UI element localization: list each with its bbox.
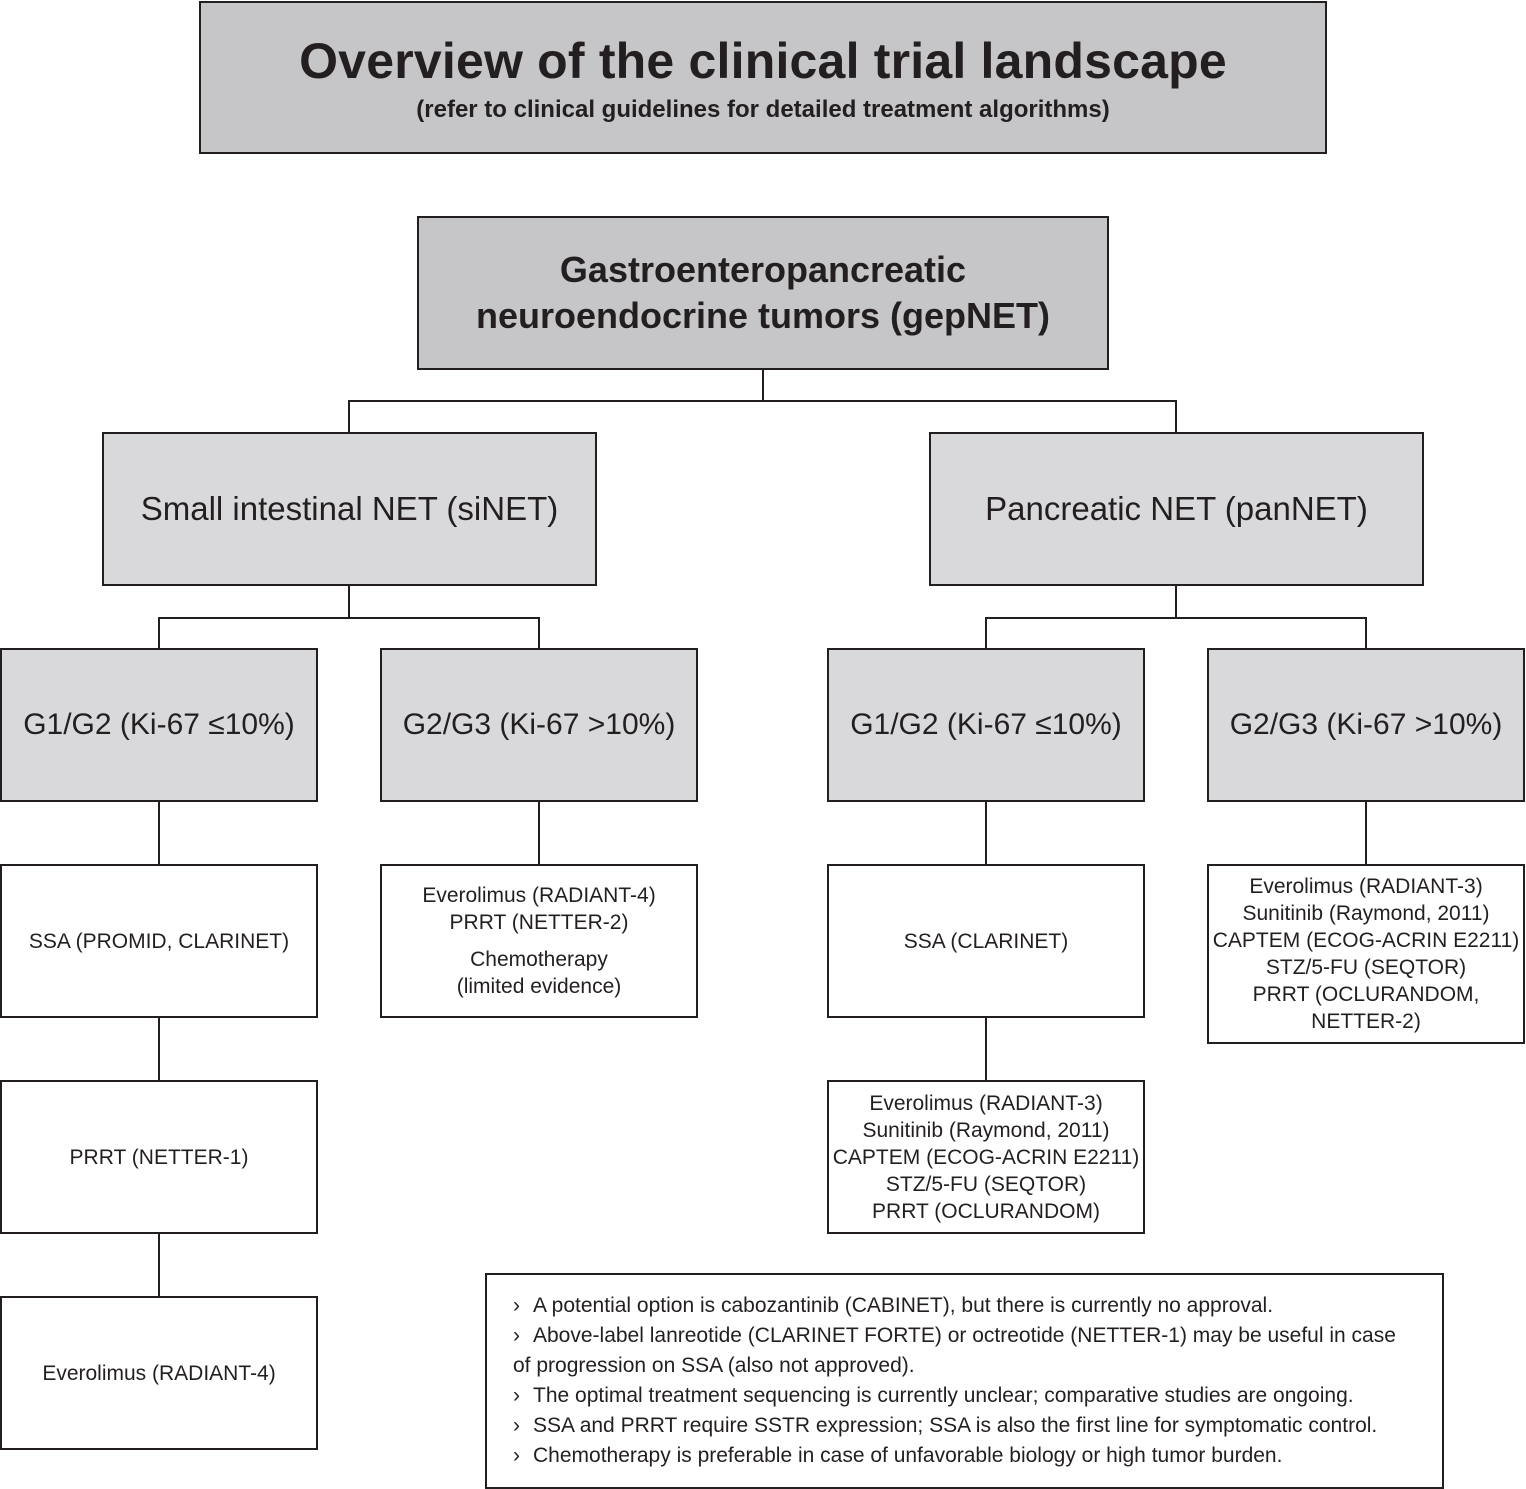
treatment-text: PRRT (OCLURANDOM) [872, 1199, 1100, 1223]
treatment-node-sinet-low-2: PRRT (NETTER-1) [0, 1080, 318, 1234]
connector [538, 802, 540, 865]
bullet-icon: › [513, 1384, 520, 1407]
treatment-text: STZ/5-FU (SEQTOR) [885, 1172, 1087, 1196]
root-node-line-2: neuroendocrine tumors (gepNET) [475, 295, 1051, 336]
treatment-node-sinet-low-3: Everolimus (RADIANT-4) [0, 1296, 318, 1450]
treatment-text: NETTER-2) [1311, 1010, 1421, 1033]
treatment-node-pannet-high: Everolimus (RADIANT-3) Sunitinib (Raymon… [1207, 864, 1525, 1044]
grade-node-pannet-high: G2/G3 (Ki-67 >10%) [1207, 648, 1525, 802]
treatment-text: SSA (PROMID, CLARINET) [28, 929, 290, 953]
treatment-text: PRRT (OCLURANDOM, [1252, 983, 1480, 1006]
bullet-icon: › [513, 1414, 520, 1437]
treatment-text: Sunitinib (Raymond, 2011) [1242, 902, 1490, 925]
treatment-text: Everolimus (RADIANT-4) [42, 1361, 276, 1385]
bullet-icon: › [513, 1444, 520, 1467]
grade-label: G1/G2 (Ki-67 ≤10%) [23, 708, 295, 741]
connector [158, 617, 540, 619]
treatment-text: Everolimus (RADIANT-3) [869, 1091, 1103, 1115]
treatment-text: Chemotherapy [470, 948, 608, 971]
connector [985, 1018, 987, 1081]
treatment-node-sinet-low-1: SSA (PROMID, CLARINET) [0, 864, 318, 1018]
category-node-pannet: Pancreatic NET (panNET) [929, 432, 1424, 586]
connector [538, 617, 540, 649]
note-item: ›Above-label lanreotide (CLARINET FORTE)… [513, 1321, 1422, 1351]
grade-label: G2/G3 (Ki-67 >10%) [402, 708, 676, 741]
treatment-text: CAPTEM (ECOG-ACRIN E2211) [1212, 929, 1520, 952]
treatment-text: PRRT (NETTER-2) [449, 911, 629, 934]
grade-node-sinet-low: G1/G2 (Ki-67 ≤10%) [0, 648, 318, 802]
treatment-node-pannet-low-2: Everolimus (RADIANT-3) Sunitinib (Raymon… [827, 1080, 1145, 1234]
bullet-icon: › [513, 1294, 520, 1317]
treatment-text: Everolimus (RADIANT-3) [1249, 875, 1483, 898]
grade-label: G1/G2 (Ki-67 ≤10%) [850, 708, 1122, 741]
treatment-text: SSA (CLARINET) [903, 929, 1069, 953]
diagram-title: Overview of the clinical trial landscape [299, 32, 1227, 89]
treatment-node-pannet-low-1: SSA (CLARINET) [827, 864, 1145, 1018]
connector [158, 1234, 160, 1297]
treatment-text: CAPTEM (ECOG-ACRIN E2211) [832, 1145, 1140, 1169]
category-label-pannet: Pancreatic NET (panNET) [985, 490, 1368, 527]
connector [985, 617, 1367, 619]
grade-label: G2/G3 (Ki-67 >10%) [1229, 708, 1503, 741]
connector [1365, 617, 1367, 649]
category-label-sinet: Small intestinal NET (siNET) [140, 490, 559, 527]
title-box: Overview of the clinical trial landscape… [199, 1, 1327, 154]
note-item: ›The optimal treatment sequencing is cur… [513, 1381, 1422, 1411]
note-item-continuation: of progression on SSA (also not approved… [513, 1354, 915, 1377]
treatment-text: PRRT (NETTER-1) [69, 1145, 249, 1169]
connector [158, 1018, 160, 1081]
connector [158, 802, 160, 865]
diagram-subtitle: (refer to clinical guidelines for detail… [416, 95, 1110, 123]
connector [1365, 802, 1367, 865]
treatment-text: STZ/5-FU (SEQTOR) [1265, 956, 1467, 979]
bullet-icon: › [513, 1324, 520, 1347]
treatment-text: Sunitinib (Raymond, 2011) [862, 1118, 1110, 1142]
connector [348, 586, 350, 618]
note-item: ›Chemotherapy is preferable in case of u… [513, 1441, 1422, 1471]
connector [1175, 586, 1177, 618]
connector [348, 400, 350, 433]
connector [158, 617, 160, 649]
note-item: ›A potential option is cabozantinib (CAB… [513, 1291, 1422, 1321]
root-node: Gastroenteropancreatic neuroendocrine tu… [417, 216, 1109, 370]
grade-node-pannet-low: G1/G2 (Ki-67 ≤10%) [827, 648, 1145, 802]
connector [985, 617, 987, 649]
treatment-text: (limited evidence) [456, 975, 622, 998]
connector [762, 370, 764, 401]
notes-box: ›A potential option is cabozantinib (CAB… [485, 1273, 1444, 1489]
note-item: ›SSA and PRRT require SSTR expression; S… [513, 1411, 1422, 1441]
connector [985, 802, 987, 865]
treatment-text: Everolimus (RADIANT-4) [422, 884, 656, 907]
category-node-sinet: Small intestinal NET (siNET) [102, 432, 597, 586]
root-node-line-1: Gastroenteropancreatic [559, 249, 967, 290]
connector [348, 400, 1177, 402]
treatment-node-sinet-high: Everolimus (RADIANT-4) PRRT (NETTER-2) C… [380, 864, 698, 1018]
grade-node-sinet-high: G2/G3 (Ki-67 >10%) [380, 648, 698, 802]
connector [1175, 400, 1177, 433]
